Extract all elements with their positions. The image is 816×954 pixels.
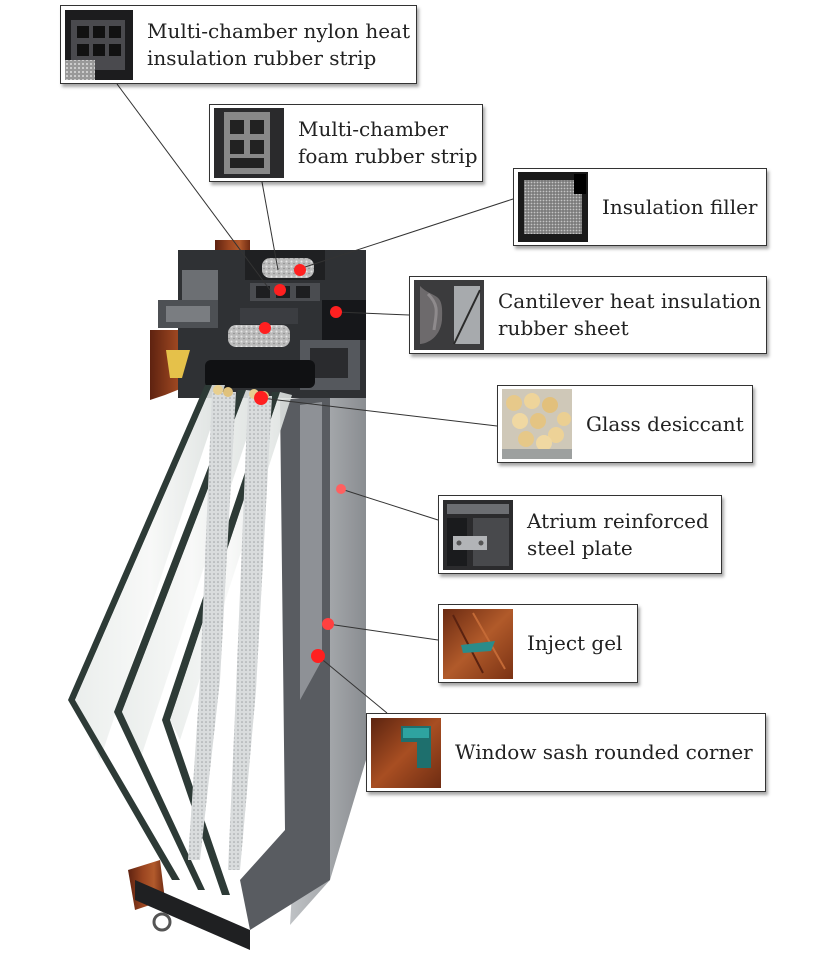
nylon-strip-thumbnail-icon [65,9,133,80]
callout-label: Insulation filler [602,194,758,219]
leader-lines [116,83,514,714]
callout-inject-gel: Inject gel [438,604,638,683]
spacer-bar-1 [200,392,236,680]
inject-gel-thumbnail-icon [443,608,513,679]
frame-bottom-block [135,880,250,950]
rounded-corner-thumbnail-icon [371,717,441,788]
callout-label: Inject gel [527,631,623,655]
marker-dots [254,264,346,663]
frame-inner-face [300,402,322,700]
callout-glass-desiccant: Glass desiccant [497,385,753,463]
callout-cantilever-sheet: Cantilever heat insulation rubber sheet [409,276,767,354]
callout-label: Multi-chamber nylon heat insulation rubb… [147,18,411,70]
callout-label: Cantilever heat insulation rubber sheet [498,289,761,340]
callout-label: Glass desiccant [586,411,744,436]
desiccant-beads-thumbnail-icon [502,389,572,459]
callout-label: Window sash rounded corner [455,740,753,764]
callout-nylon-strip: Multi-chamber nylon heat insulation rubb… [60,5,417,84]
callout-label: Atrium reinforced steel plate [527,508,709,560]
steel-plate-thumbnail-icon [443,499,513,570]
callout-insulation-filler: Insulation filler [513,168,767,246]
callout-foam-strip: Multi-chamber foam rubber strip [209,104,483,182]
cantilever-sheet-thumbnail-icon [414,280,484,350]
glass-pane-1 [68,385,212,700]
callout-steel-plate: Atrium reinforced steel plate [438,495,722,574]
insulation-filler-thumbnail-icon [518,172,588,242]
foam-strip-thumbnail-icon [214,108,284,178]
callout-label: Multi-chamber foam rubber strip [298,117,478,168]
spacer-bar-2 [236,396,272,690]
foam-strip-lower [228,325,290,347]
foam-strip-top [262,258,314,278]
callout-rounded-corner: Window sash rounded corner [366,713,766,792]
